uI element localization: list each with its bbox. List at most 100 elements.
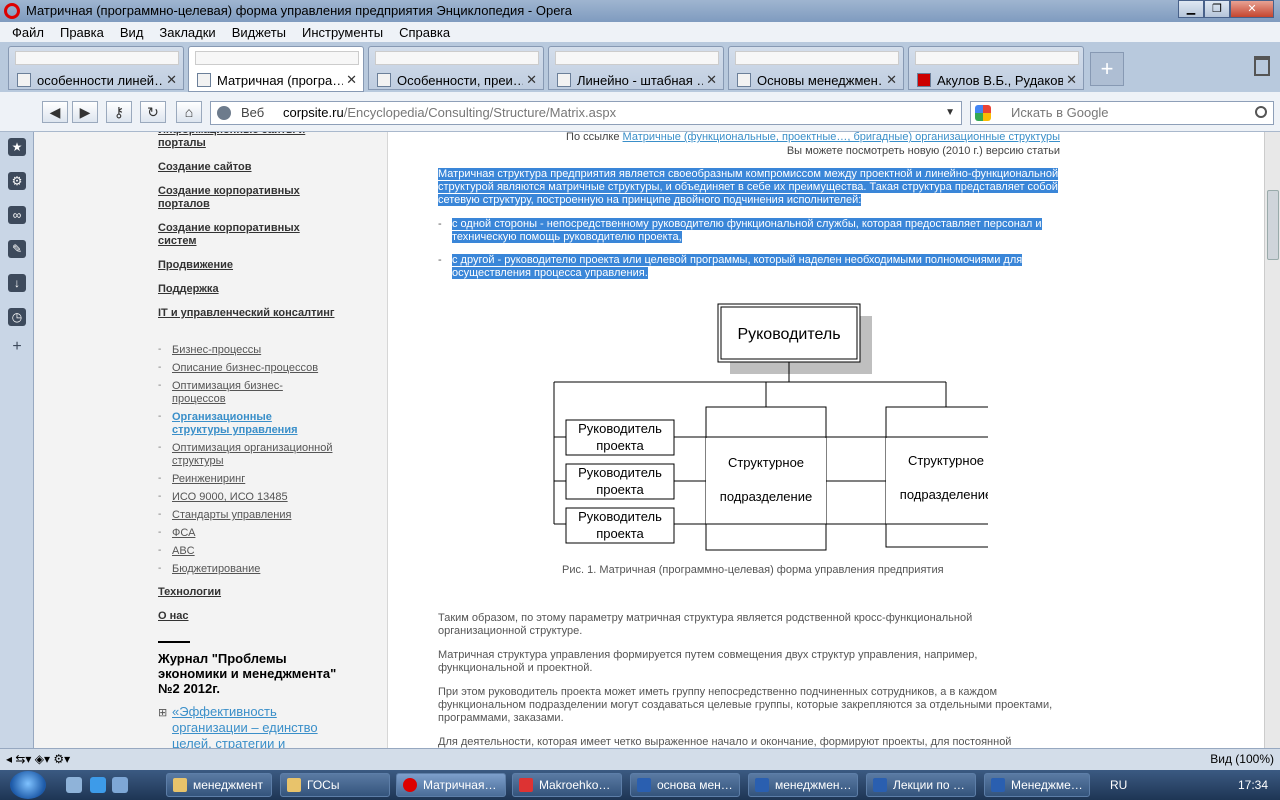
bullet: - (158, 491, 162, 502)
nav-promotion[interactable]: Продвижение (158, 259, 234, 271)
tab-osnovy-menedzhmenta[interactable]: Основы менеджмен… ✕ (728, 46, 904, 90)
journal-article-link[interactable]: «Эффективность организации – единство це… (172, 704, 318, 748)
subnav-abc[interactable]: ABC (172, 545, 195, 557)
folder-icon (173, 778, 187, 792)
close-button[interactable]: ✕ (1230, 0, 1274, 18)
subnav-budgeting[interactable]: Бюджетирование (172, 563, 261, 575)
tab-matrichnaya[interactable]: Матричная (програ… ✕ (188, 46, 364, 92)
taskbar-item-opera[interactable]: Матричная… (396, 773, 506, 797)
subnav-iso[interactable]: ИСО 9000, ИСО 13485 (172, 491, 288, 503)
history-icon[interactable]: ◷ (8, 308, 26, 326)
tab-close-icon[interactable]: ✕ (886, 72, 897, 87)
taskbar-item[interactable]: Makroehko… (512, 773, 622, 797)
menu-file[interactable]: Файл (12, 24, 44, 40)
nav-corp-systems[interactable]: Создание корпоративных систем (158, 222, 300, 247)
tab-close-icon[interactable]: ✕ (346, 72, 357, 87)
taskbar-item[interactable]: Менеджме… (984, 773, 1090, 797)
search-input[interactable]: Искать в Google (970, 101, 1274, 125)
subnav-fsa[interactable]: ФСА (172, 527, 196, 539)
explorer-icon[interactable] (66, 777, 82, 793)
key-icon[interactable]: ⚷ (106, 101, 132, 123)
tab-osobennosti-lineinoi[interactable]: особенности линей… ✕ (8, 46, 184, 90)
scrollbar-thumb[interactable] (1267, 190, 1279, 260)
tab-bar: особенности линей… ✕ Матричная (програ… … (0, 42, 1280, 92)
pm-box-3 (565, 507, 675, 544)
subnav-bp-description[interactable]: Описание бизнес-процессов (172, 362, 319, 374)
nav-support[interactable]: Поддержка (158, 283, 219, 295)
menu-tools[interactable]: Инструменты (302, 24, 384, 40)
search-icon[interactable] (1255, 106, 1267, 118)
taskbar-item[interactable]: ГОСы (280, 773, 390, 797)
ref-link[interactable]: Матричные (функциональные, проектные…, б… (622, 132, 1060, 143)
tab-close-icon[interactable]: ✕ (706, 72, 717, 87)
tab-thumbnail (195, 51, 359, 65)
nav-info-sites[interactable]: Информационные сайты и порталы (158, 132, 305, 149)
bullet: - (438, 254, 442, 266)
bullet-two: с другой - руководителю проекта или целе… (452, 254, 1023, 279)
back-button[interactable]: ◀ (42, 101, 68, 123)
tab-close-icon[interactable]: ✕ (1066, 72, 1077, 87)
nav-it-consulting[interactable]: IT и управленческий консалтинг (158, 307, 335, 319)
subnav-business-processes[interactable]: Бизнес-процессы (172, 344, 262, 356)
add-panel-icon[interactable]: + (12, 338, 22, 355)
subnav-org-structures[interactable]: Организационные структуры управления (172, 411, 298, 436)
subnav-org-optimization[interactable]: Оптимизация организационной структуры (172, 442, 333, 467)
taskbar-item[interactable]: менеджмен… (748, 773, 858, 797)
restore-button[interactable]: ❐ (1204, 0, 1230, 18)
tab-lineino-shtabnaya[interactable]: Линейно - штабная … ✕ (548, 46, 724, 90)
pm-label-3a: Руководитель (578, 509, 662, 524)
ie-icon[interactable] (90, 777, 106, 793)
subnav-bp-optimization[interactable]: Оптимизация бизнес-процессов (172, 380, 283, 405)
tab-akulov[interactable]: Акулов В.Б., Рудаков… ✕ (908, 46, 1084, 90)
status-icons[interactable]: ◂ ⇆▾ ◈▾ ⚙▾ (6, 752, 71, 766)
menu-edit[interactable]: Правка (59, 24, 104, 40)
nav-technologies[interactable]: Технологии (158, 586, 222, 598)
menu-view[interactable]: Вид (119, 24, 144, 40)
downloads-icon[interactable]: ↓ (8, 274, 26, 292)
system-tray: RU 17:34 (1100, 770, 1280, 800)
url-field[interactable]: Веб corpsite.ru/Encyclopedia/Consulting/… (210, 101, 962, 125)
pm-label-1a: Руководитель (578, 421, 662, 436)
clock[interactable]: 17:34 (1237, 778, 1268, 792)
pdf-icon (519, 778, 533, 792)
bookmarks-icon[interactable]: ★ (8, 138, 26, 156)
language-indicator[interactable]: RU (1110, 778, 1128, 792)
bullet: - (158, 344, 162, 355)
subnav-standards[interactable]: Стандарты управления (172, 509, 292, 521)
menu-widgets[interactable]: Виджеты (231, 24, 286, 40)
menu-help[interactable]: Справка (399, 24, 451, 40)
unit-1-line2: подразделение (720, 489, 812, 504)
nav-about[interactable]: О нас (158, 610, 189, 622)
taskbar-item[interactable]: основа мен… (630, 773, 740, 797)
start-button[interactable] (10, 771, 46, 799)
taskbar-item[interactable]: Лекции по … (866, 773, 976, 797)
forward-button[interactable]: ▶ (72, 101, 98, 123)
chevron-down-icon[interactable]: ▼ (945, 107, 955, 118)
unite-icon[interactable]: ∞ (8, 206, 26, 224)
subnav-reengineering[interactable]: Реинжениринг (172, 473, 246, 485)
head-box-inner (720, 306, 858, 360)
bullet: - (158, 563, 162, 574)
google-icon[interactable] (975, 105, 991, 121)
minimize-button[interactable]: ▁ (1178, 0, 1204, 18)
menu-bar: Файл Правка Вид Закладки Виджеты Инструм… (0, 22, 1280, 42)
zoom-control[interactable]: Вид (100%) (1210, 752, 1274, 766)
notes-icon[interactable]: ✎ (8, 240, 26, 258)
desktop-icon[interactable] (112, 777, 128, 793)
trash-icon[interactable] (1254, 56, 1270, 76)
tab-close-icon[interactable]: ✕ (166, 72, 177, 87)
nav-corp-portals[interactable]: Создание корпоративных порталов (158, 185, 300, 210)
reload-button[interactable]: ↻ (140, 101, 166, 123)
tab-label: Основы менеджмен… (757, 73, 883, 88)
widgets-icon[interactable]: ⚙ (8, 172, 26, 190)
tab-close-icon[interactable]: ✕ (526, 72, 537, 87)
vertical-scrollbar[interactable] (1264, 132, 1280, 748)
tab-label: особенности линей… (37, 73, 163, 88)
menu-bookmarks[interactable]: Закладки (159, 24, 216, 40)
taskbar-item[interactable]: менеджмент (166, 773, 272, 797)
pm-label-1b: проекта (596, 438, 644, 453)
new-tab-button[interactable]: + (1090, 52, 1124, 86)
tab-osobennosti-preim[interactable]: Особенности, преи… ✕ (368, 46, 544, 90)
home-button[interactable]: ⌂ (176, 101, 202, 123)
nav-create-sites[interactable]: Создание сайтов (158, 161, 252, 173)
